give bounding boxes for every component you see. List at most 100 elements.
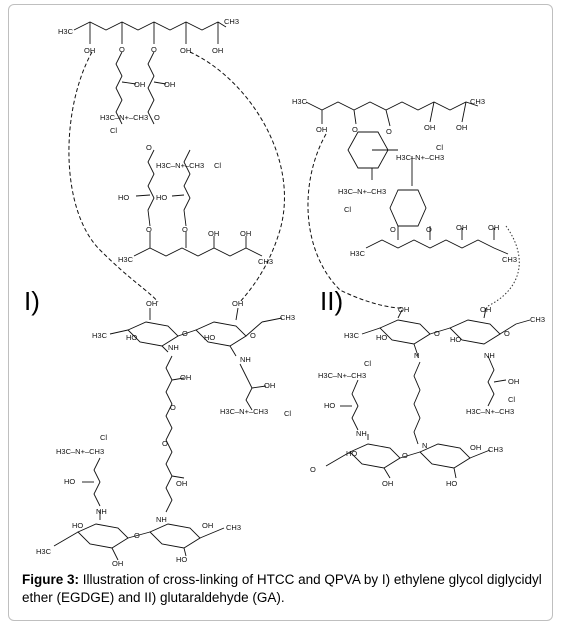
panel-2-crosslink-right <box>487 225 520 307</box>
panel-label-1: I) <box>24 286 40 316</box>
atom-label: HO <box>126 333 137 342</box>
figure-frame <box>8 4 553 621</box>
atom-label: OH <box>208 229 219 238</box>
atom-label: OH <box>112 559 123 568</box>
atom-label: OH <box>398 305 409 314</box>
atom-label: OH <box>456 123 467 132</box>
atom-label: H3C <box>92 331 108 340</box>
atom-label: OH <box>508 377 519 386</box>
panel-2-htcc-bottom <box>325 434 491 479</box>
atom-label: H3C–N+–CH3 <box>466 407 514 416</box>
panel-1-crosslink-left <box>68 51 159 303</box>
atom-label: O <box>146 143 152 152</box>
atom-label: NH <box>484 351 495 360</box>
panel-1-htcc-bottom <box>53 457 225 561</box>
atom-label: H3C–N+–CH3 <box>156 161 204 170</box>
atom-label: O <box>352 125 358 134</box>
atom-label: H3C <box>36 547 52 556</box>
atom-label: H3C–N+–CH3 <box>318 371 366 380</box>
atom-label: O <box>390 225 396 234</box>
atom-label: OH <box>316 125 327 134</box>
atom-label: NH <box>156 515 167 524</box>
panel-2-htcc-top <box>340 307 531 445</box>
atom-label: O <box>151 45 157 54</box>
atom-label: Cl <box>344 205 351 214</box>
panel-1-qpva-top <box>73 21 263 257</box>
atom-label: H3C <box>292 97 308 106</box>
atom-label: OH <box>470 443 481 452</box>
atom-label: O <box>119 45 125 54</box>
atom-label: N <box>414 351 419 360</box>
atom-label: CH3 <box>224 17 239 26</box>
atom-label: OH <box>240 229 251 238</box>
atom-label: OH <box>180 373 191 382</box>
atom-label: OH <box>456 223 467 232</box>
atom-label: H3C <box>58 27 74 36</box>
figure-caption: Figure 3: Illustration of cross-linking … <box>22 571 542 607</box>
atom-label: H3C <box>118 255 134 264</box>
atom-label: HO <box>176 555 187 564</box>
atom-label: H3C–N+–CH3 <box>220 407 268 416</box>
atom-labels: I) II) H3C OH O O OH OH CH3 OH OH H3C–N+… <box>24 17 545 568</box>
atom-label: Cl <box>436 143 443 152</box>
atom-label: HO <box>376 333 387 342</box>
atom-label: OH <box>84 46 95 55</box>
atom-label: HO <box>156 193 167 202</box>
atom-label: HO <box>118 193 129 202</box>
atom-label: H3C–N+–CH3 <box>396 153 444 162</box>
atom-label: OH <box>176 479 187 488</box>
atom-label: H3C <box>350 249 366 258</box>
atom-label: H3C–N+–CH3 <box>100 113 148 122</box>
atom-label: NH <box>96 507 107 516</box>
atom-label: Cl <box>214 161 221 170</box>
atom-label: Cl <box>110 126 117 135</box>
figure-label: Figure 3: <box>22 572 80 587</box>
atom-label: O <box>182 225 188 234</box>
atom-label: HO <box>204 333 215 342</box>
atom-label: HO <box>64 477 75 486</box>
atom-label: NH <box>356 429 367 438</box>
atom-label: OH <box>212 46 223 55</box>
atom-label: OH <box>382 479 393 488</box>
atom-label: O <box>134 531 140 540</box>
atom-label: O <box>426 225 432 234</box>
atom-label: O <box>402 451 408 460</box>
atom-label: OH <box>164 80 175 89</box>
panel-1-htcc-top <box>109 307 283 513</box>
atom-label: O <box>170 403 176 412</box>
atom-label: HO <box>72 521 83 530</box>
atom-label: CH3 <box>470 97 485 106</box>
atom-label: OH <box>480 305 491 314</box>
atom-label: HO <box>450 335 461 344</box>
atom-label: OH <box>134 80 145 89</box>
atom-label: H3C–N+–CH3 <box>56 447 104 456</box>
atom-label: O <box>434 329 440 338</box>
atom-label: Cl <box>284 409 291 418</box>
atom-label: OH <box>488 223 499 232</box>
panel-2-qpva-top <box>305 101 509 255</box>
atom-label: Cl <box>508 395 515 404</box>
atom-label: CH3 <box>280 313 295 322</box>
atom-label: CH3 <box>258 257 273 266</box>
atom-label: OH <box>202 521 213 530</box>
atom-label: OH <box>232 299 243 308</box>
atom-label: CH3 <box>502 255 517 264</box>
atom-label: O <box>146 225 152 234</box>
atom-label: CH3 <box>530 315 545 324</box>
atom-label: O <box>162 439 168 448</box>
atom-label: H3C <box>344 331 360 340</box>
atom-label: O <box>310 465 316 474</box>
panel-1-crosslink-right <box>189 51 285 303</box>
atom-label: NH <box>240 355 251 364</box>
atom-label: HO <box>446 479 457 488</box>
atom-label: H3C–N+–CH3 <box>338 187 386 196</box>
panel-2-crosslink-left <box>307 133 403 309</box>
atom-label: HO <box>346 449 357 458</box>
atom-label: O <box>182 329 188 338</box>
atom-label: NH <box>168 343 179 352</box>
atom-label: HO <box>324 401 335 410</box>
atom-label: OH <box>424 123 435 132</box>
atom-label: CH3 <box>488 445 503 454</box>
atom-label: OH <box>264 381 275 390</box>
